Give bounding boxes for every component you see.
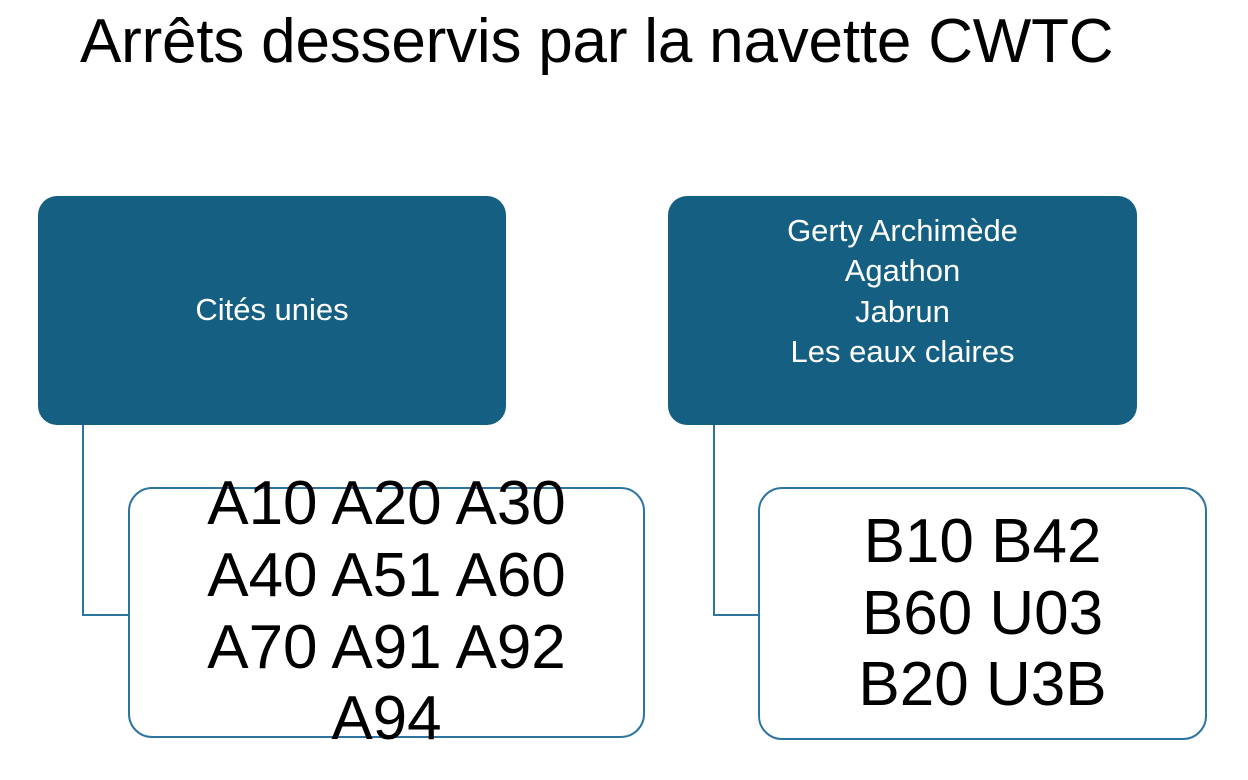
stop-node-gerty-archimede-label: Gerty Archimède Agathon Jabrun Les eaux … [787, 213, 1018, 369]
stop-node-cites-unies-label: Cités unies [195, 292, 349, 328]
lines-node-a-label: A10 A20 A30 A40 A51 A60 A70 A91 A92 A94 [207, 468, 566, 754]
stop-node-gerty-archimede[interactable]: Gerty Archimède Agathon Jabrun Les eaux … [668, 196, 1137, 425]
page-title: Arrêts desservis par la navette CWTC [80, 7, 1114, 76]
connector-cites-unies-to-lines-a [82, 425, 129, 616]
lines-node-b[interactable]: B10 B42 B60 U03 B20 U3B [758, 487, 1207, 740]
stop-node-cites-unies[interactable]: Cités unies [38, 196, 506, 425]
lines-node-a[interactable]: A10 A20 A30 A40 A51 A60 A70 A91 A92 A94 [128, 469, 645, 753]
connector-gerty-archimede-to-lines-b [713, 425, 759, 616]
lines-node-b-label: B10 B42 B60 U03 B20 U3B [858, 506, 1107, 720]
